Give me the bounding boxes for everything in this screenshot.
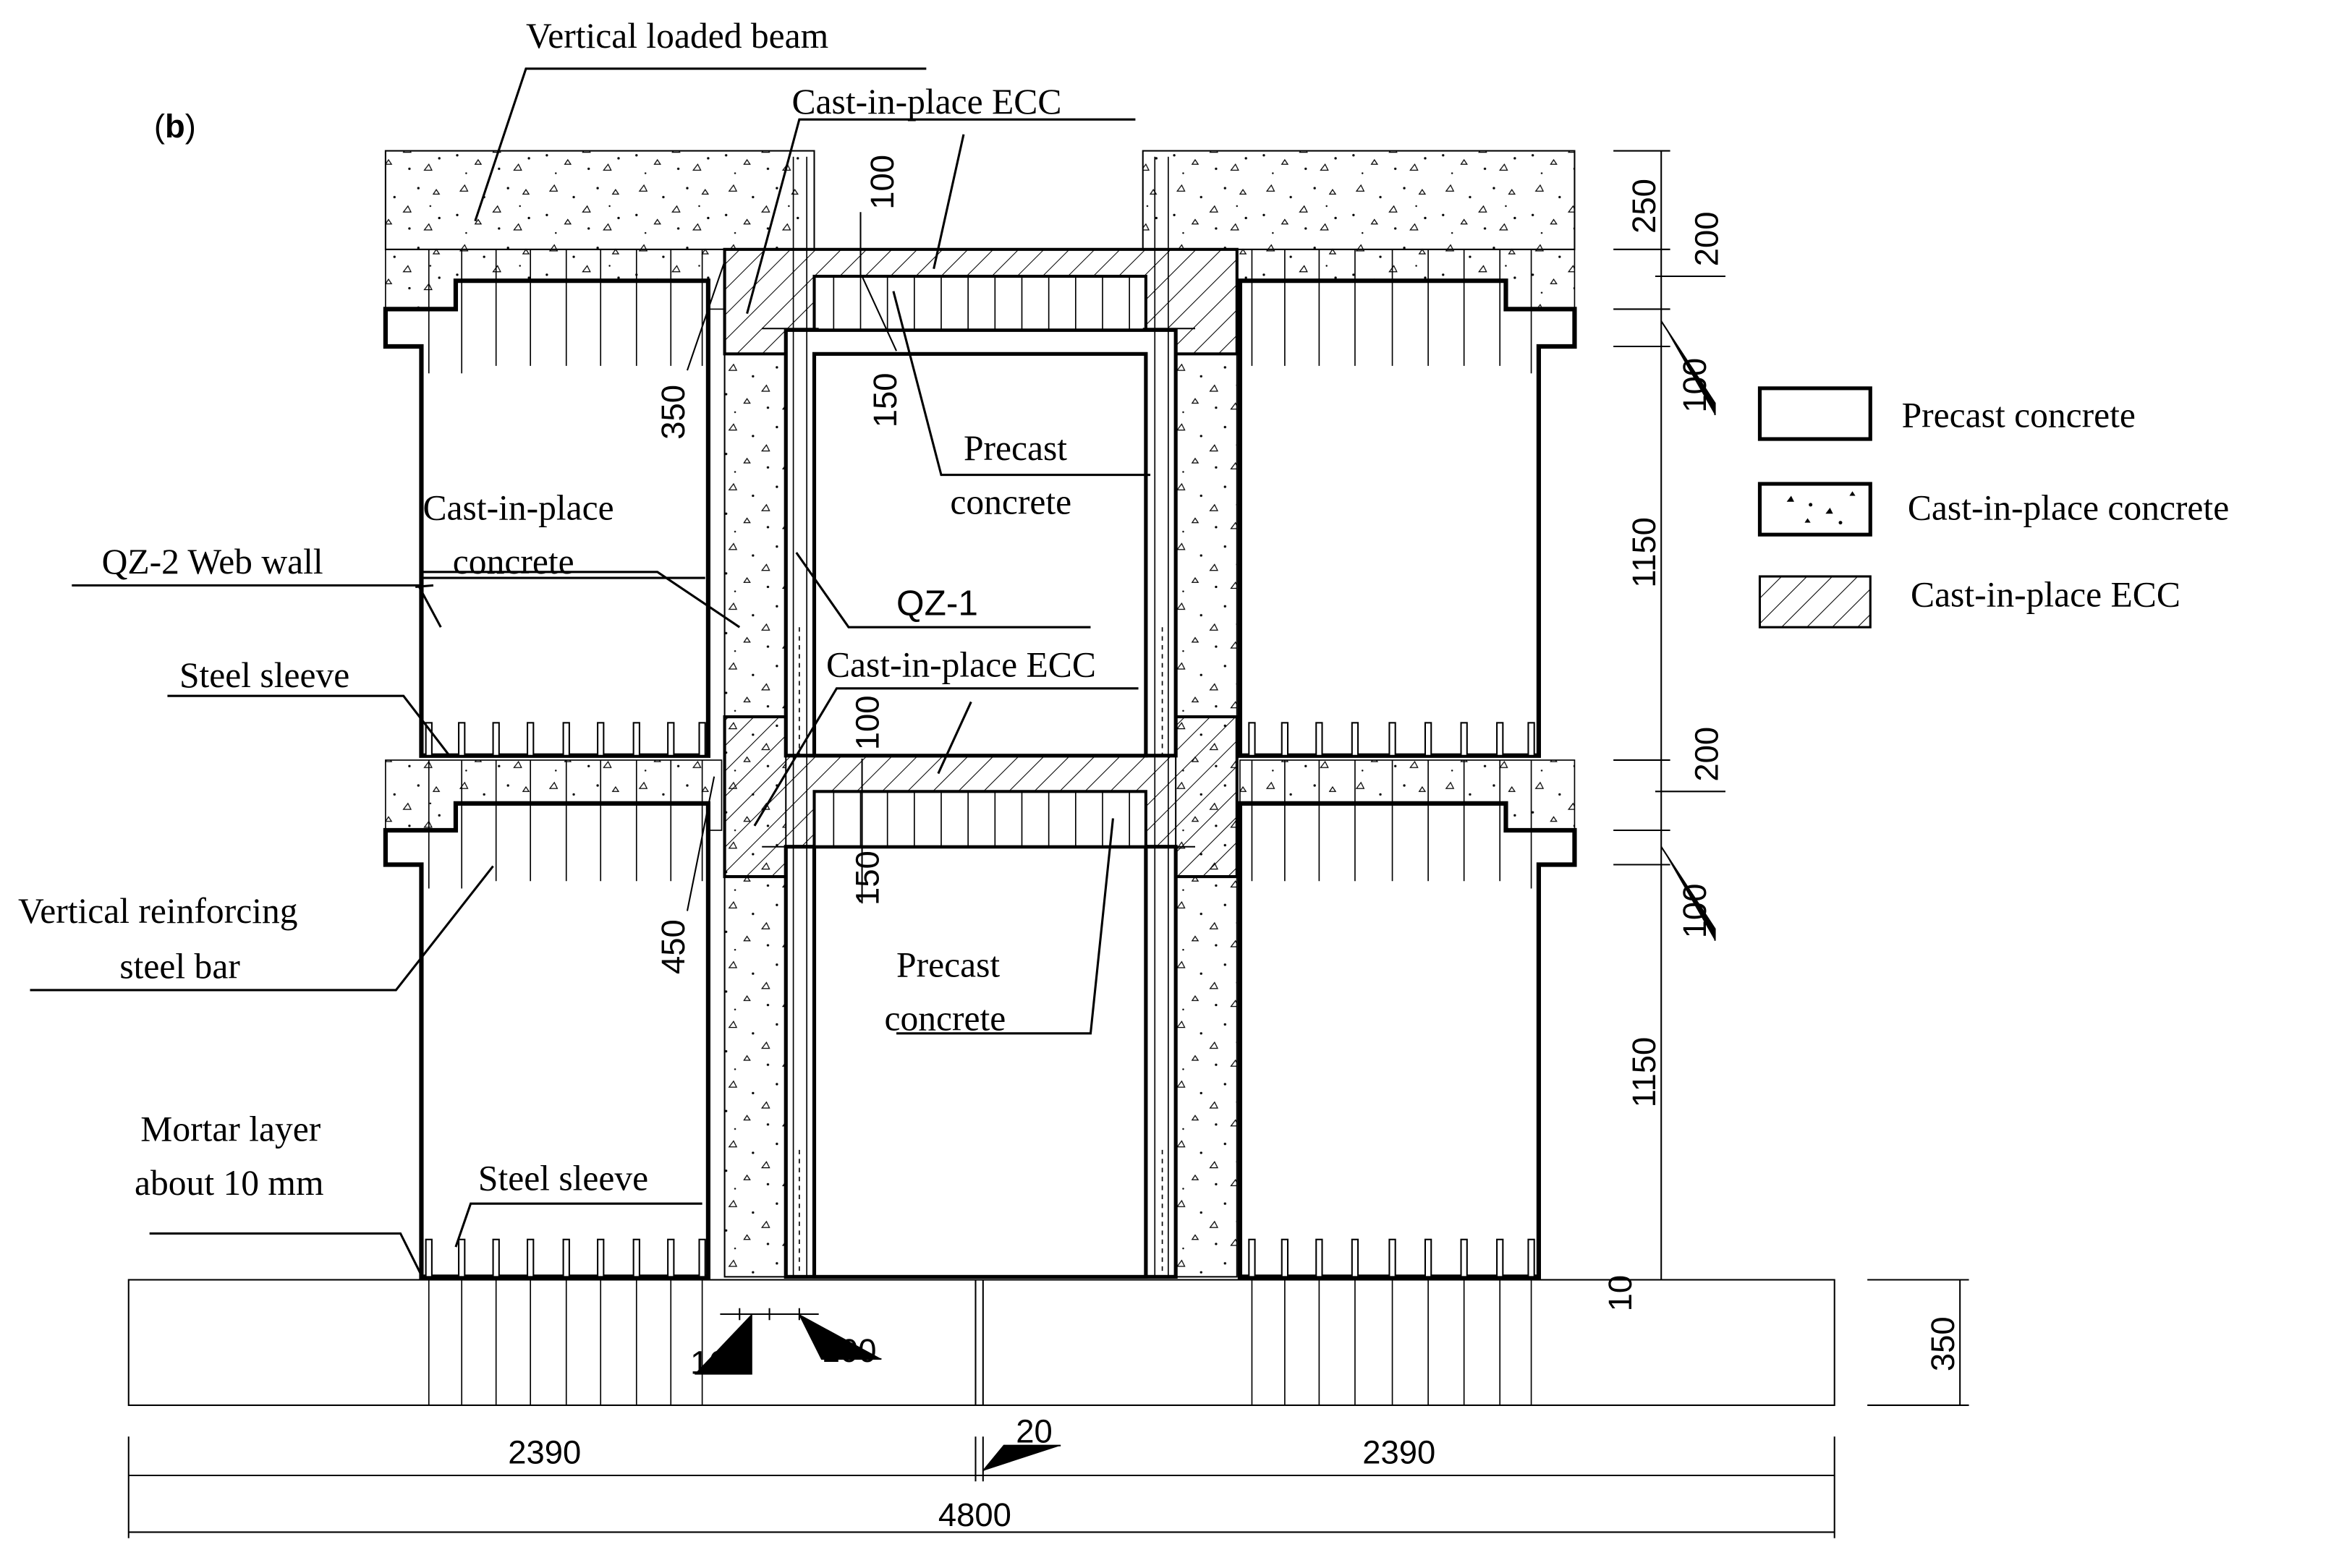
dim-350-base: 350 xyxy=(1924,1316,1961,1371)
right-mid-rebars xyxy=(1251,759,1532,889)
legend-swatch-cip-concrete xyxy=(1757,482,1872,537)
label-precast-top-1: Precast xyxy=(964,428,1067,468)
label-steel-sleeve-lower: Steel sleeve xyxy=(478,1159,648,1198)
label-cip-concrete-2: concrete xyxy=(453,542,574,581)
right-upper-rebars xyxy=(1251,249,1532,374)
steel-sleeves-upper-left xyxy=(425,722,706,757)
right-dim-chain xyxy=(1613,150,1969,1406)
loading-beam-right xyxy=(1142,150,1576,250)
dim-160: 160 xyxy=(690,1345,745,1381)
dim-2390-right: 2390 xyxy=(1362,1433,1435,1470)
loading-beam-left xyxy=(384,150,815,250)
dim-200-mid: 200 xyxy=(1689,727,1725,782)
label-ecc-mid: Cast-in-place ECC xyxy=(826,644,1096,684)
qz1-lower xyxy=(784,845,1178,1279)
right-lower-wall xyxy=(1237,801,1577,1279)
dim-200-top: 200 xyxy=(1689,211,1725,266)
legend-label-cip-concrete: Cast-in-place concrete xyxy=(1908,488,2229,528)
ecc-mid-joint xyxy=(723,715,1239,879)
legend-label-precast: Precast concrete xyxy=(1902,396,2136,435)
dim-100-top-inner: 100 xyxy=(864,155,901,210)
legend: Precast concrete Cast-in-place concrete … xyxy=(1757,386,2229,629)
right-upper-wall xyxy=(1237,278,1577,758)
legend-item-ecc: Cast-in-place ECC xyxy=(1758,574,2180,629)
label-mortar-2: about 10 mm xyxy=(135,1163,323,1203)
legend-swatch-ecc xyxy=(1758,575,1872,629)
dim-100-top-right: 100 xyxy=(1676,358,1713,413)
label-precast-bottom-2: concrete xyxy=(885,999,1006,1039)
bottom-dim-lines xyxy=(127,1436,1835,1538)
label-cip-concrete-1: Cast-in-place xyxy=(423,488,614,528)
dim-2390-left: 2390 xyxy=(508,1433,581,1470)
legend-swatch-precast xyxy=(1757,386,1872,441)
label-steel-sleeve-upper: Steel sleeve xyxy=(179,655,349,695)
dim-350-diag: 350 xyxy=(655,385,692,440)
legend-item-cip-concrete: Cast-in-place concrete xyxy=(1757,482,2229,537)
dim-100-bottom: 100 xyxy=(822,1332,877,1369)
label-precast-top-2: concrete xyxy=(950,482,1071,521)
legend-label-ecc: Cast-in-place ECC xyxy=(1911,574,2180,614)
dim-4800: 4800 xyxy=(938,1496,1011,1533)
steel-sleeves-upper-right xyxy=(1248,722,1535,757)
leader-lines xyxy=(30,67,1151,1279)
label-precast-bottom-1: Precast xyxy=(896,945,1000,984)
ecc-top-joint xyxy=(723,247,1239,356)
left-upper-rebars xyxy=(428,249,703,374)
dim-1150-lower: 1150 xyxy=(1626,1037,1663,1108)
dim-450-diag: 450 xyxy=(655,919,692,974)
dim-150-mid-inner: 150 xyxy=(849,851,886,906)
dim-100-mid-right: 100 xyxy=(1676,884,1713,939)
legend-item-precast: Precast concrete xyxy=(1757,386,2136,441)
dim-20: 20 xyxy=(1016,1413,1053,1450)
dim-150-top-inner: 150 xyxy=(867,372,904,427)
left-lower-wall xyxy=(383,801,710,1279)
dim-10: 10 xyxy=(1602,1275,1639,1312)
panel-label: (b) xyxy=(154,108,196,145)
left-upper-wall xyxy=(383,278,710,758)
label-vertical-bar-1: Vertical reinforcing xyxy=(18,891,298,931)
label-mortar-1: Mortar layer xyxy=(140,1109,320,1149)
column-bars xyxy=(792,156,1169,1277)
label-qz2-web-wall: QZ-2 Web wall xyxy=(102,542,323,581)
left-mid-rebars xyxy=(428,759,703,889)
dim-100-mid-inner: 100 xyxy=(849,695,886,750)
steel-sleeves-lower-right xyxy=(1248,1238,1535,1278)
label-vertical-loaded-beam: Vertical loaded beam xyxy=(526,16,828,56)
dim-250: 250 xyxy=(1626,179,1663,234)
steel-sleeves-lower-left xyxy=(425,1238,706,1278)
label-qz1: QZ-1 xyxy=(896,583,978,623)
foundation-beam xyxy=(127,1279,1835,1406)
label-ecc-top: Cast-in-place ECC xyxy=(792,82,1062,122)
dim-1150-upper: 1150 xyxy=(1626,517,1663,588)
label-vertical-bar-2: steel bar xyxy=(119,946,240,986)
qz1-upper xyxy=(784,328,1178,758)
inner-dim-lines xyxy=(686,212,897,1375)
